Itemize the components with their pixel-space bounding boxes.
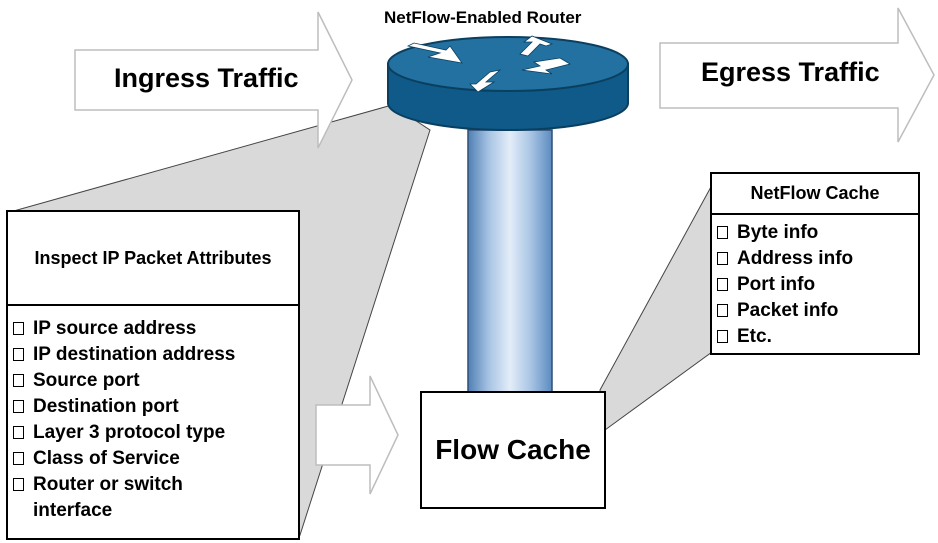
flow-cache-label: Flow Cache [435,434,591,465]
checkbox-icon [717,226,728,239]
checkbox-icon [717,304,728,317]
list-item: Port info [717,272,917,298]
list-item: Destination port [13,394,293,420]
router-label: NetFlow-Enabled Router [384,8,582,27]
checkbox-icon [717,252,728,265]
checkbox-icon [13,348,24,361]
ingress-arrow [74,11,353,149]
netflow-cache-title: NetFlow Cache [750,183,880,203]
checkbox-icon [717,330,728,343]
egress-arrow [659,7,935,143]
router-stem-pipe [467,129,553,393]
inspect-attributes-list: IP source address IP destination address… [13,316,293,524]
list-item: Layer 3 protocol type [13,420,293,446]
checkbox-icon [13,452,24,465]
checkbox-icon [13,374,24,387]
list-item: IP source address [13,316,293,342]
list-item: Class of Service [13,446,293,472]
router-icon [387,35,629,131]
list-item: Router or switch interface [13,472,293,524]
list-item: Source port [13,368,293,394]
inspect-attributes-header: Inspect IP Packet Attributes [8,212,298,306]
checkbox-icon [13,322,24,335]
checkbox-icon [13,426,24,439]
inspect-attributes-box: Inspect IP Packet Attributes IP source a… [6,210,300,540]
list-item: Etc. [717,324,917,350]
packet-flow-arrow [315,375,399,495]
flow-cache-box: Flow Cache [420,391,606,509]
list-item: Packet info [717,298,917,324]
netflow-callout-wedge [599,184,713,431]
netflow-cache-list: Byte info Address info Port info Packet … [717,220,917,350]
checkbox-icon [717,278,728,291]
checkbox-icon [13,400,24,413]
netflow-cache-box: NetFlow Cache Byte info Address info Por… [710,172,920,355]
checkbox-icon [13,478,24,491]
netflow-cache-header: NetFlow Cache [712,174,918,215]
ingress-label: Ingress Traffic [114,63,299,93]
egress-label: Egress Traffic [701,57,880,87]
inspect-attributes-title: Inspect IP Packet Attributes [34,247,272,268]
list-item: Byte info [717,220,917,246]
list-item: IP destination address [13,342,293,368]
list-item: Address info [717,246,917,272]
